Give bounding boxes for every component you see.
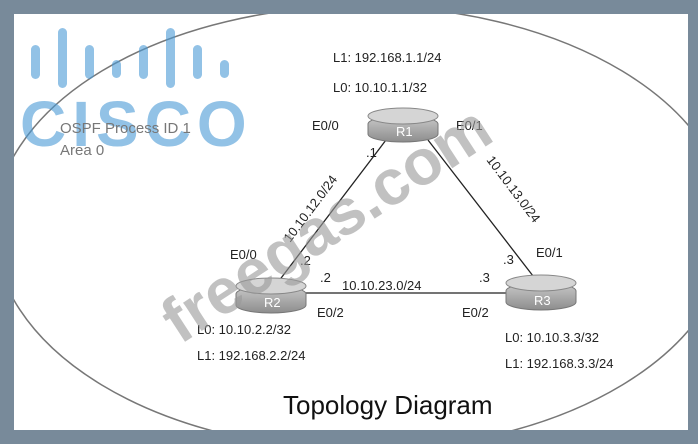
r2-e0-2-label: E0/2: [317, 305, 344, 320]
link-r2-r3-subnet: 10.10.23.0/24: [342, 278, 422, 293]
r1-e0-0-label: E0/0: [312, 118, 339, 133]
r3-e0-2-host: .3: [479, 270, 490, 285]
topology-diagram: CISCO OSPF Process ID 1 Area 0 10.10.12.…: [14, 14, 688, 430]
router-r1-name: R1: [396, 124, 413, 139]
r3-loopback1: L1: 192.168.3.3/24: [505, 356, 613, 371]
router-r2[interactable]: R2: [235, 277, 307, 314]
router-r2-name: R2: [264, 295, 281, 310]
r3-loopback0: L0: 10.10.3.3/32: [505, 330, 599, 345]
r2-loopback1: L1: 192.168.2.2/24: [197, 348, 305, 363]
cisco-logo-icon: [31, 28, 229, 88]
r1-loopback1: L1: 192.168.1.1/24: [333, 50, 441, 65]
link-r1-r2: [271, 139, 387, 291]
diagram-title: Topology Diagram: [283, 390, 493, 420]
r1-loopback0: L0: 10.10.1.1/32: [333, 80, 427, 95]
link-r1-r3: [427, 139, 541, 286]
r2-e0-0-label: E0/0: [230, 247, 257, 262]
link-r1-r3-subnet: 10.10.13.0/24: [484, 153, 544, 226]
ospf-process-label: OSPF Process ID 1: [60, 120, 191, 137]
r1-e0-0-host: .1: [366, 145, 377, 160]
r3-e0-1-host: .3: [503, 252, 514, 267]
router-r1[interactable]: R1: [367, 107, 439, 143]
diagram-panel: CISCO OSPF Process ID 1 Area 0 10.10.12.…: [14, 14, 688, 430]
r3-e0-2-label: E0/2: [462, 305, 489, 320]
ospf-area-label: Area 0: [60, 142, 104, 159]
router-r3-name: R3: [534, 293, 551, 308]
r2-loopback0: L0: 10.10.2.2/32: [197, 322, 291, 337]
r1-e0-1-label: E0/1: [456, 118, 483, 133]
r2-e0-0-host: .2: [300, 253, 311, 268]
router-r3[interactable]: R3: [505, 274, 577, 311]
r2-e0-2-host: .2: [320, 270, 331, 285]
r3-e0-1-label: E0/1: [536, 245, 563, 260]
cisco-logo-text: CISCO: [20, 88, 253, 160]
